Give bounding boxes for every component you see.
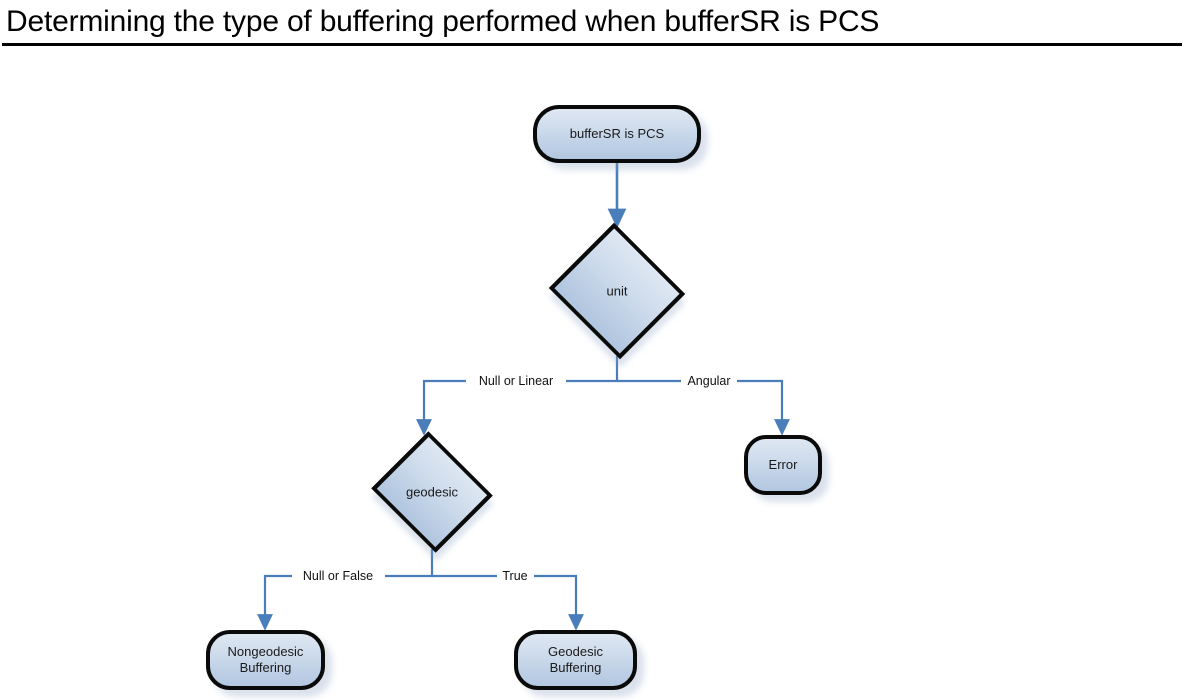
node-terminal-error[interactable]: Error [744,435,822,495]
edge-unit-to-geodesic [416,356,619,436]
edge-label-null-or-linear: Null or Linear [479,374,553,388]
edge-unit-to-error [617,379,790,436]
node-label-start: bufferSR is PCS [569,126,665,141]
edge-geodesic-to-nongeodesic [257,549,434,631]
node-decision-unit[interactable]: unit [547,222,687,360]
node-label-geodesic: geodesic [405,484,459,500]
page-title: Determining the type of buffering perfor… [6,5,880,38]
title-bar: Determining the type of buffering perfor… [0,0,1184,52]
node-decision-geodesic[interactable]: geodesic [368,431,496,553]
edge-label-backdrop-true [497,567,534,585]
node-label-geodesic-buffering: Geodesic Buffering [548,644,603,675]
node-terminal-nongeodesic-buffering[interactable]: Nongeodesic Buffering [206,630,325,690]
node-label-error: Error [768,457,798,472]
edge-label-null-or-false: Null or False [303,569,373,583]
edge-label-true: True [502,569,527,583]
title-underline-rule [2,43,1182,46]
node-start-bufferSR-is-PCS[interactable]: bufferSR is PCS [533,105,701,163]
node-label-nongeodesic-buffering: Nongeodesic Buffering [227,644,304,675]
node-terminal-geodesic-buffering[interactable]: Geodesic Buffering [514,630,637,690]
edge-label-backdrop-null-or-linear [466,372,566,390]
edge-label-backdrop-null-or-false [292,567,385,585]
node-label-unit: unit [606,283,628,299]
edge-label-backdrop-angular [681,372,737,390]
edge-geodesic-to-geodesic-buffering [432,574,584,631]
edge-label-angular: Angular [687,374,730,388]
